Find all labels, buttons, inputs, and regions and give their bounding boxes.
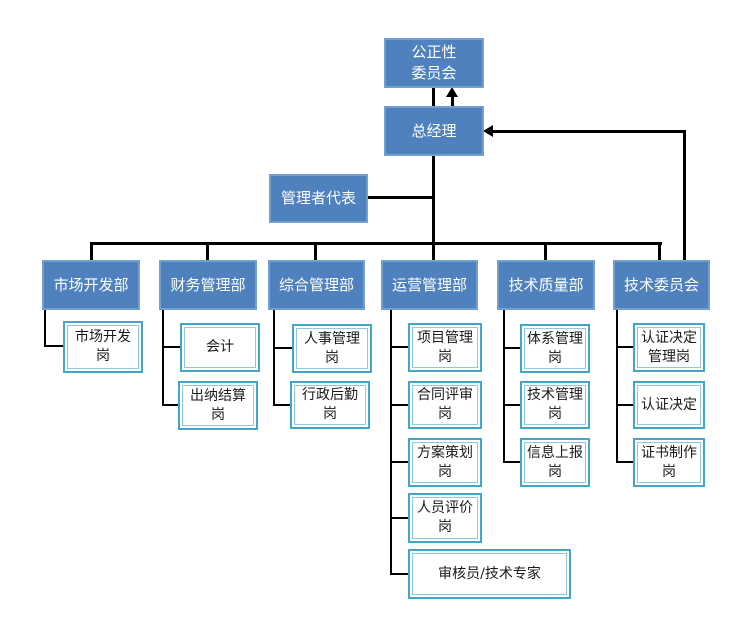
connector-line	[273, 347, 292, 349]
connector-line	[162, 346, 180, 348]
connector-line	[451, 96, 454, 106]
pos-program-planning: 方案策划 岗	[408, 438, 482, 487]
connector-line	[432, 88, 435, 106]
pos-system-management: 体系管理 岗	[520, 324, 590, 373]
connector-line	[432, 156, 435, 260]
connector-line	[390, 404, 408, 406]
dept-operations-management: 运营管理部	[381, 260, 478, 310]
connector-line	[390, 461, 408, 463]
connector-line	[273, 310, 275, 405]
connector-line	[544, 243, 547, 260]
node-management-representative: 管理者代表	[269, 174, 368, 223]
connector-line	[273, 404, 290, 406]
connector-line	[683, 131, 686, 260]
connector-line	[162, 404, 178, 406]
connector-line	[616, 310, 618, 462]
connector-line	[503, 347, 520, 349]
pos-technical-management: 技术管理 岗	[520, 381, 590, 429]
dept-general-administration: 综合管理部	[268, 260, 365, 310]
dept-finance-management: 财务管理部	[159, 260, 257, 310]
connector-line	[90, 243, 93, 260]
pos-auditor-technical-expert: 审核员/技术专家	[408, 549, 571, 599]
dept-technical-committee: 技术委员会	[613, 260, 710, 310]
pos-cashier-settlement: 出纳结算 岗	[178, 381, 258, 430]
pos-certification-decision: 认证决定	[633, 381, 705, 429]
pos-certification-decision-management: 认证决定 管理岗	[633, 323, 705, 372]
connector-line	[314, 243, 317, 260]
pos-certificate-production: 证书制作 岗	[633, 438, 705, 487]
dept-technical-quality: 技术质量部	[497, 260, 595, 310]
left-arrowhead	[483, 125, 493, 137]
pos-accountant: 会计	[180, 323, 260, 372]
connector-line	[658, 243, 661, 260]
node-impartiality-committee: 公正性 委员会	[384, 38, 484, 88]
pos-personnel-evaluation: 人员评价 岗	[408, 493, 482, 543]
pos-information-reporting: 信息上报 岗	[520, 438, 590, 487]
pos-hr-management: 人事管理 岗	[292, 324, 372, 373]
connector-line	[390, 517, 408, 519]
dept-market-development: 市场开发部	[42, 260, 140, 310]
connector-line	[162, 310, 164, 405]
connector-line	[390, 573, 408, 575]
connector-line	[206, 243, 209, 260]
connector-line	[492, 130, 686, 133]
pos-market-development: 市场开发 岗	[63, 321, 143, 373]
pos-contract-review: 合同评审 岗	[408, 381, 482, 429]
connector-line	[90, 242, 662, 245]
up-arrowhead	[446, 87, 458, 97]
node-general-manager: 总经理	[384, 106, 484, 156]
connector-line	[616, 404, 633, 406]
connector-line	[616, 346, 633, 348]
connector-line	[503, 310, 505, 462]
connector-line	[44, 345, 63, 347]
connector-line	[616, 461, 633, 463]
connector-line	[503, 461, 520, 463]
pos-project-management: 项目管理 岗	[408, 323, 482, 372]
pos-admin-logistics: 行政后勤 岗	[290, 381, 370, 429]
connector-line	[390, 346, 408, 348]
connector-line	[503, 404, 520, 406]
connector-line	[44, 310, 46, 347]
connector-line	[390, 310, 392, 574]
connector-line	[368, 196, 432, 199]
